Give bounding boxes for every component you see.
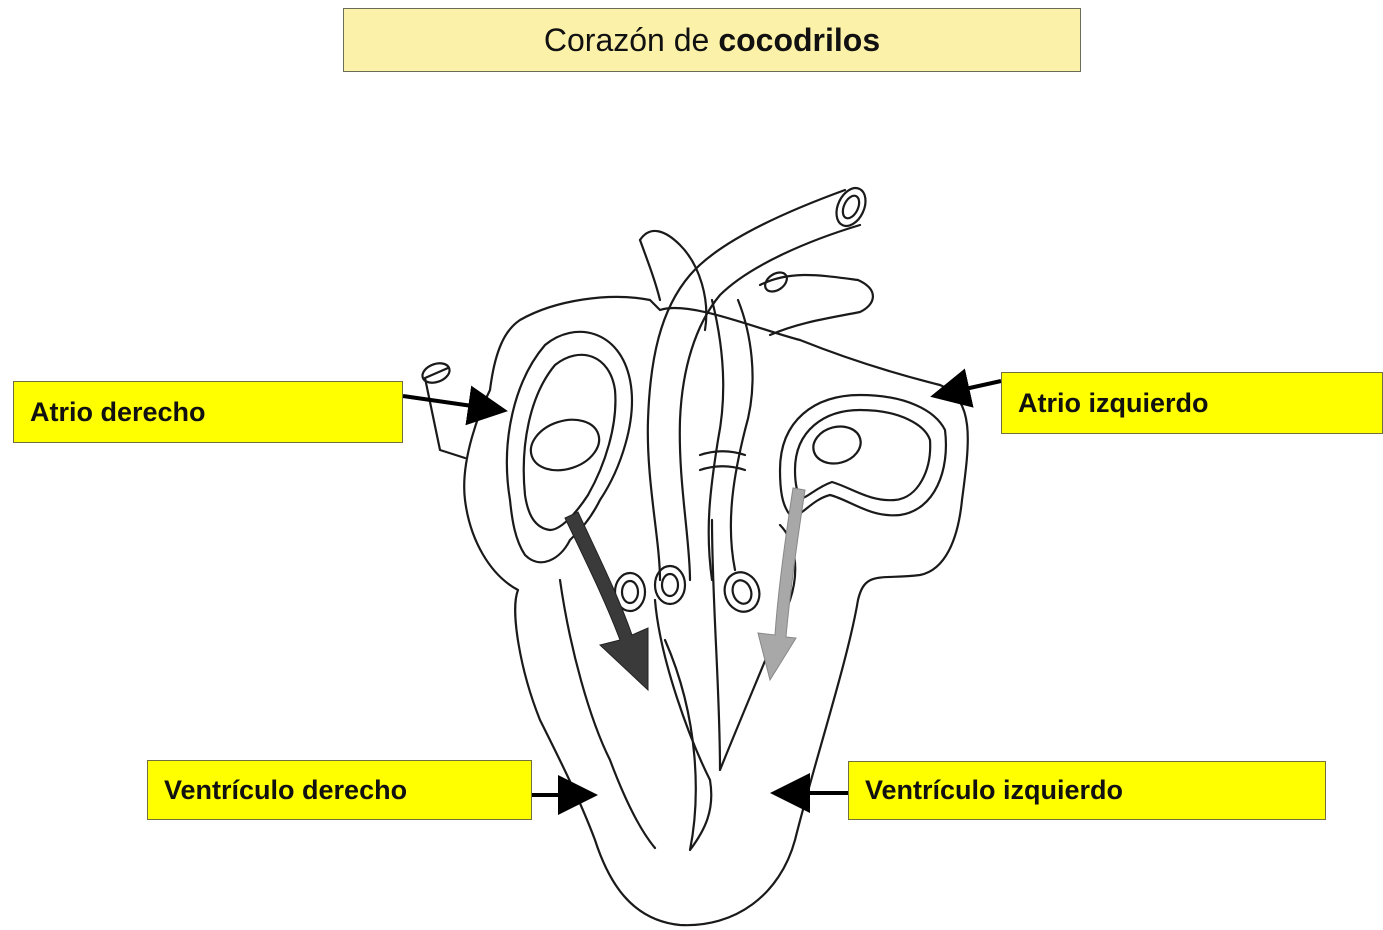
right-vessel — [758, 273, 874, 337]
pulmonary-trunk — [638, 229, 708, 332]
label-ventriculo-derecho: Ventrículo derecho — [147, 760, 532, 820]
aorta-opening-top — [835, 186, 867, 228]
ventricle-septum — [653, 598, 713, 852]
diagram-title: Corazón de cocodrilos — [343, 8, 1081, 72]
label-atrio-derecho: Atrio derecho — [13, 381, 403, 443]
right-atrium-chamber — [505, 330, 634, 564]
aortic-arch-inner — [678, 223, 862, 582]
oxygenated-flow-arrow — [757, 487, 806, 682]
vessel-section-3 — [723, 571, 761, 613]
label-atrio-izquierdo: Atrio izquierdo — [1001, 372, 1383, 434]
aortic-arch — [646, 188, 847, 582]
deoxygenated-flow-arrow — [564, 511, 649, 692]
vessel-section-2 — [653, 564, 687, 606]
right-atrium-inner — [522, 353, 617, 532]
vena-cava — [423, 366, 467, 460]
label-ventriculo-izquierdo: Ventrículo izquierdo — [848, 761, 1326, 820]
title-emphasis: cocodrilos — [718, 21, 881, 58]
pointer-atrio-derecho — [402, 385, 508, 426]
right-ventricle-wall — [558, 578, 657, 850]
left-aorta — [729, 298, 754, 572]
right-vessel-opening — [764, 271, 788, 293]
left-atrium-opening — [812, 425, 862, 465]
left-ventricle-wall — [710, 518, 797, 772]
vena-cava-opening — [421, 362, 451, 384]
pointer-atrio-izquierdo — [930, 368, 1002, 408]
aorta-opening-top-inner — [841, 194, 861, 220]
right-atrium-opening — [529, 418, 601, 472]
title-prefix: Corazón de — [543, 21, 710, 58]
